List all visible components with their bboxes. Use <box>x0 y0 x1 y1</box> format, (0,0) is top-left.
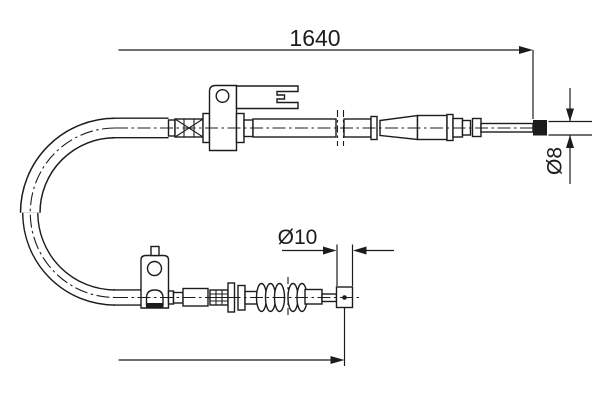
upper-bracket-hole <box>215 88 230 103</box>
u-bend-centerline <box>29 127 116 299</box>
dim-overall-length: 1640 <box>118 25 534 119</box>
dim-arrow-dia10-left <box>353 246 367 255</box>
upper-cable-run <box>167 84 534 152</box>
dim-label-1640: 1640 <box>289 25 340 51</box>
lower-cable-run <box>140 245 354 318</box>
bellows-end-fitting <box>304 288 323 305</box>
dim-terminal-dia: Ø10 <box>278 226 394 286</box>
u-bend-lower-fill <box>23 212 116 305</box>
u-bend-upper-fill <box>21 119 116 214</box>
lower-bracket-tab <box>150 245 160 257</box>
dim-label-dia10: Ø10 <box>278 226 318 249</box>
dim-arrow-dia10-right <box>323 246 337 255</box>
dim-arrow-dia8-up <box>566 135 574 148</box>
center-lines <box>115 127 545 299</box>
dim-cable-end-dia: Ø8 <box>544 88 592 184</box>
dim-arrow-1640 <box>519 46 533 54</box>
lower-bracket-grommet <box>145 289 164 306</box>
upper-cable-end-nipple <box>533 120 547 136</box>
lower-bracket-clamp <box>146 303 164 308</box>
upper-mounting-bracket <box>208 84 238 152</box>
terminal-pin-dot <box>342 295 347 300</box>
dim-arrow-lower <box>330 356 345 364</box>
fork-abutment-plate <box>235 85 299 110</box>
dim-label-dia8: Ø8 <box>544 147 567 175</box>
cable-u-bend <box>19 117 169 306</box>
dim-lower-length <box>118 308 346 366</box>
dim-arrow-dia8-down <box>566 108 574 122</box>
lower-bracket-hole <box>146 260 163 277</box>
